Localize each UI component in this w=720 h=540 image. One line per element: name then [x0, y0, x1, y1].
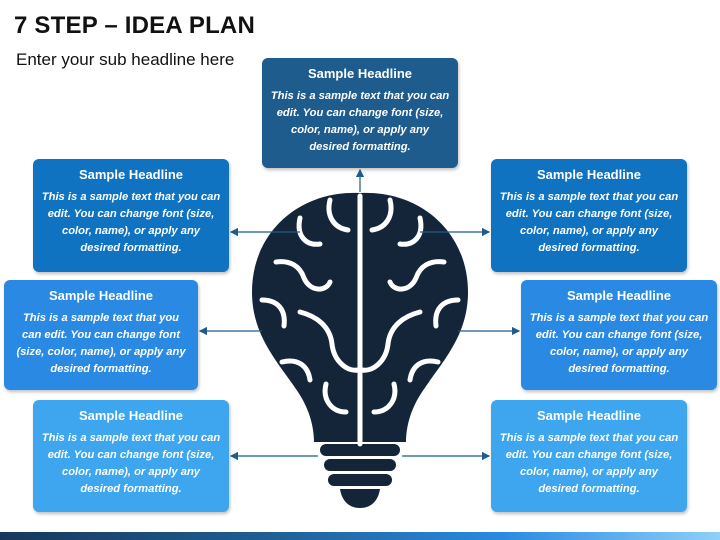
step-body: This is a sample text that you can edit.… [529, 312, 709, 375]
step-body: This is a sample text that you can edit.… [270, 90, 450, 153]
step-headline: Sample Headline [536, 408, 642, 423]
step-box-right-1[interactable]: Sample Headline This is a sample text th… [491, 159, 687, 272]
step-box-right-3[interactable]: Sample Headline This is a sample text th… [491, 400, 687, 512]
footer-gradient-bar [0, 532, 720, 540]
step-body: This is a sample text that you can edit.… [41, 191, 221, 254]
step-box-left-2[interactable]: Sample Headline This is a sample text th… [4, 280, 198, 390]
step-box-top[interactable]: Sample Headline This is a sample text th… [262, 58, 458, 168]
step-headline: Sample Headline [536, 167, 642, 182]
step-box-left-1[interactable]: Sample Headline This is a sample text th… [33, 159, 229, 272]
connector-arrows [198, 168, 521, 461]
step-headline: Sample Headline [307, 66, 413, 81]
page-title: 7 STEP – IDEA PLAN [14, 12, 255, 39]
brain-folds [259, 193, 461, 447]
step-body: This is a sample text that you can edit.… [16, 312, 186, 375]
step-body: This is a sample text that you can edit.… [499, 191, 679, 254]
page-subtitle: Enter your sub headline here [16, 50, 235, 69]
step-headline: Sample Headline [566, 288, 672, 303]
step-body: This is a sample text that you can edit.… [499, 432, 679, 495]
step-body: This is a sample text that you can edit.… [41, 432, 221, 495]
step-headline: Sample Headline [48, 288, 154, 303]
step-box-right-2[interactable]: Sample Headline This is a sample text th… [521, 280, 717, 390]
step-headline: Sample Headline [78, 167, 184, 182]
step-headline: Sample Headline [78, 408, 184, 423]
step-box-left-3[interactable]: Sample Headline This is a sample text th… [33, 400, 229, 512]
